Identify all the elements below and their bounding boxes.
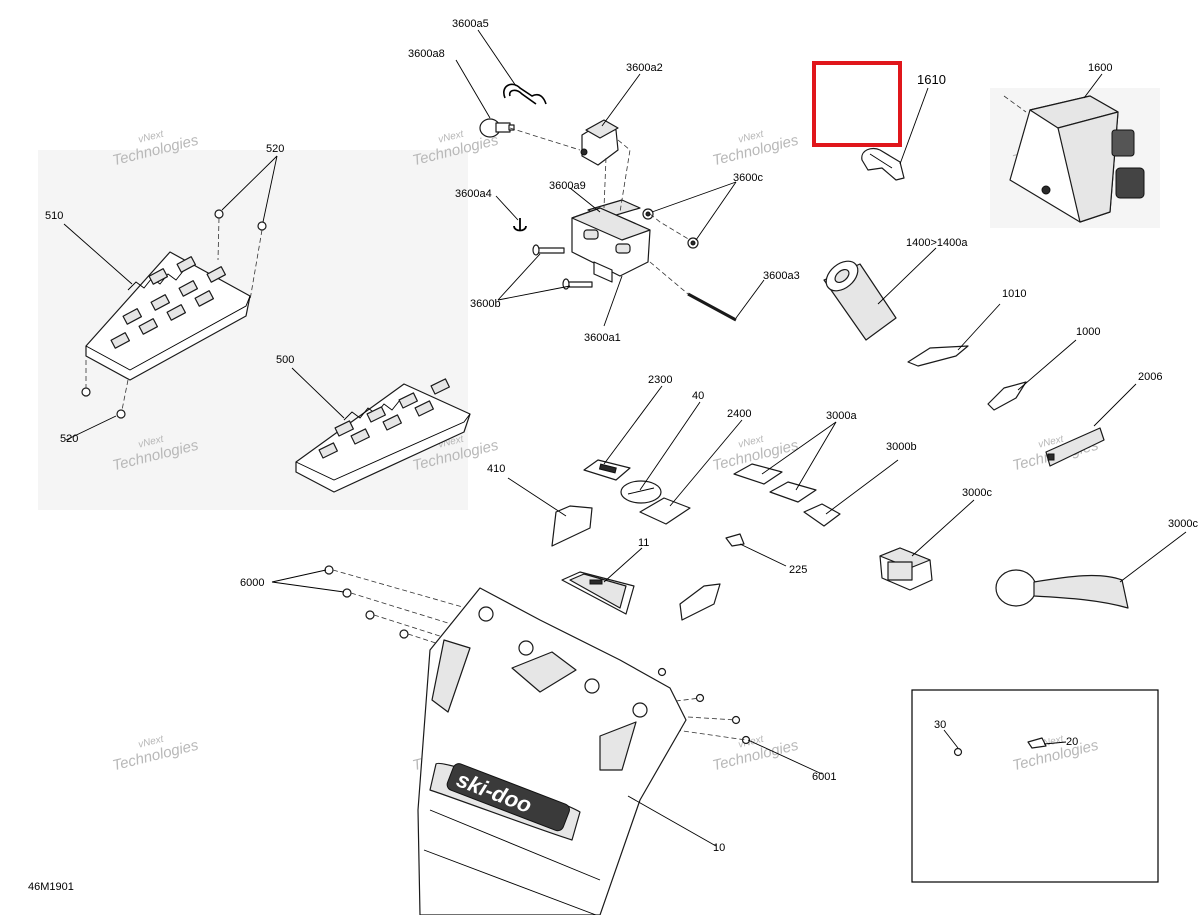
callout-1400-1400a[interactable]: 1400>1400a <box>906 237 968 249</box>
part-2300-decal[interactable] <box>583 459 631 481</box>
callout-20[interactable]: 20 <box>1066 736 1078 748</box>
callout-3600a3[interactable]: 3600a3 <box>763 270 800 282</box>
part-10-front-hood[interactable] <box>417 587 687 915</box>
callout-3600a5[interactable]: 3600a5 <box>452 18 489 30</box>
callout-3600a1[interactable]: 3600a1 <box>584 332 621 344</box>
part-2006-plate[interactable] <box>1045 427 1105 467</box>
assembly-line <box>332 569 481 613</box>
callout-3600a8[interactable]: 3600a8 <box>408 48 445 60</box>
detail-inset-box <box>911 689 1159 883</box>
callout-3600b[interactable]: 3600b <box>470 298 501 310</box>
part-40-gauge-decal[interactable] <box>620 480 662 504</box>
part-3600a8-pin[interactable] <box>479 118 515 138</box>
assembly-line <box>649 213 691 241</box>
callout-1600[interactable]: 1600 <box>1088 62 1112 74</box>
callout-2006[interactable]: 2006 <box>1138 371 1162 383</box>
part-3000a-decal-2[interactable] <box>769 481 817 503</box>
part-3600a4-anchor[interactable] <box>513 218 527 232</box>
part-520-nut-bottom-right[interactable] <box>116 409 126 419</box>
part-3600c-nut-2[interactable] <box>687 237 699 249</box>
part-410-decal[interactable] <box>551 505 593 547</box>
part-6001-screws[interactable] <box>657 667 751 745</box>
callout-520-top[interactable]: 520 <box>266 143 284 155</box>
part-1400-roll[interactable] <box>820 255 897 341</box>
callout-3000b[interactable]: 3000b <box>886 441 917 453</box>
part-3000c-bracket[interactable] <box>879 547 933 591</box>
part-1610-hook[interactable] <box>861 147 905 181</box>
part-3600a1-bracket[interactable] <box>571 207 651 283</box>
part-520-nut-bottom-left[interactable] <box>81 387 91 397</box>
part-3600a5-clip[interactable] <box>503 83 547 105</box>
callout-510[interactable]: 510 <box>45 210 63 222</box>
part-30-screw[interactable] <box>953 747 963 757</box>
callout-3600a9[interactable]: 3600a9 <box>549 180 586 192</box>
part-1600-box-assembly[interactable] <box>1003 95 1145 223</box>
leader-lines <box>63 29 1187 847</box>
part-3600c-nut-1[interactable] <box>642 208 654 220</box>
callout-500[interactable]: 500 <box>276 354 294 366</box>
part-3000c-mirror[interactable] <box>995 569 1129 609</box>
part-3600a2-cap[interactable] <box>580 119 619 166</box>
callout-3600c[interactable]: 3600c <box>733 172 763 184</box>
callout-225[interactable]: 225 <box>789 564 807 576</box>
part-1000-decal[interactable] <box>987 381 1027 411</box>
watermark: vNext Technologies <box>711 129 801 170</box>
watermark: vNext Technologies <box>1011 734 1101 775</box>
callout-3000c[interactable]: 3000c <box>962 487 992 499</box>
assembly-line <box>217 217 220 261</box>
diagram-code: 46M1901 <box>28 881 74 893</box>
callout-11[interactable]: 11 <box>638 537 649 549</box>
callout-410[interactable]: 410 <box>487 463 505 475</box>
assembly-line <box>649 261 689 295</box>
part-500-footrest[interactable] <box>295 378 471 493</box>
part-side-decal[interactable] <box>679 583 721 621</box>
callout-3600a4[interactable]: 3600a4 <box>455 188 492 200</box>
part-3000a-decal-1[interactable] <box>733 463 783 485</box>
part-520-nut-top-left[interactable] <box>214 209 224 219</box>
part-20-rivet[interactable] <box>1027 737 1047 749</box>
part-520-nut-top-right[interactable] <box>257 221 267 231</box>
callout-1610[interactable]: 1610 <box>917 72 946 87</box>
callout-3000a[interactable]: 3000a <box>826 410 857 422</box>
part-1010-decal[interactable] <box>907 345 969 367</box>
part-510-footrest[interactable] <box>85 251 251 381</box>
part-225-clip[interactable] <box>725 533 745 547</box>
callout-10[interactable]: 10 <box>713 842 725 854</box>
callout-1010[interactable]: 1010 <box>1002 288 1026 300</box>
assembly-line <box>509 127 581 151</box>
callout-labels: 3600a5 3600a8 3600a2 1610 1600 520 510 3… <box>28 18 1198 893</box>
part-3600a3-rod[interactable] <box>687 292 737 322</box>
highlight-box-1610 <box>812 61 902 147</box>
part-3600b-bolt-1[interactable] <box>532 244 565 256</box>
watermark: vNext Technologies <box>111 734 201 775</box>
assembly-line <box>249 229 263 301</box>
assembly-line <box>350 592 523 647</box>
callout-2400[interactable]: 2400 <box>727 408 751 420</box>
callout-30[interactable]: 30 <box>934 719 946 731</box>
part-11-window[interactable] <box>561 571 635 615</box>
callout-2300[interactable]: 2300 <box>648 374 672 386</box>
callout-6001[interactable]: 6001 <box>812 771 836 783</box>
assembly-line <box>675 729 747 741</box>
assembly-line <box>617 139 631 213</box>
part-3600b-bolt-2[interactable] <box>562 278 593 290</box>
assembly-line <box>603 157 607 209</box>
callout-40[interactable]: 40 <box>692 390 704 402</box>
watermark: vNext Technologies <box>711 734 801 775</box>
callout-6000[interactable]: 6000 <box>240 577 264 589</box>
callout-3600a2[interactable]: 3600a2 <box>626 62 663 74</box>
callout-1000[interactable]: 1000 <box>1076 326 1100 338</box>
assembly-line <box>121 379 129 411</box>
part-3000b-decal[interactable] <box>803 503 841 527</box>
part-2400-decal[interactable] <box>639 497 691 525</box>
part-6000-screws[interactable] <box>324 565 409 639</box>
callout-520-bottom[interactable]: 520 <box>60 433 78 445</box>
callout-3000c-edge[interactable]: 3000c <box>1168 518 1198 530</box>
